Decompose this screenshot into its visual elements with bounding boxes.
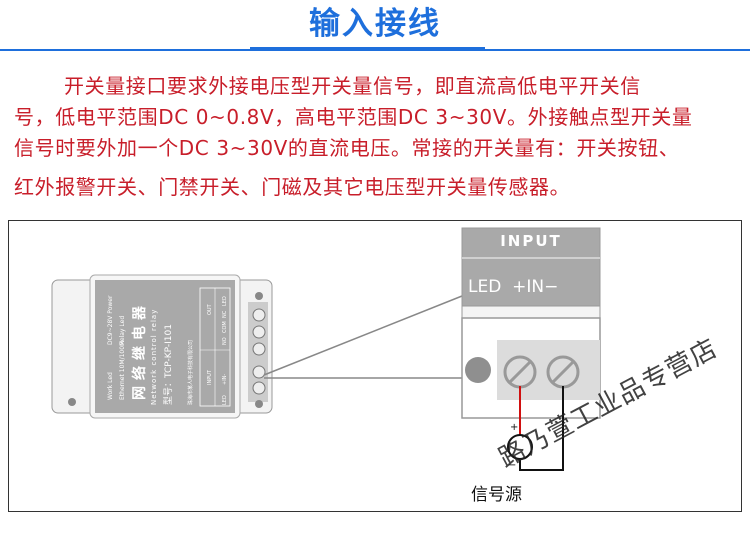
zoom-terminal-labels: LED +IN−: [468, 277, 558, 297]
led-label-work: Work Led: [107, 372, 114, 400]
title-underline: [250, 47, 485, 51]
device-terminal-no: NO: [222, 337, 228, 345]
led-indicator-icon: [465, 357, 491, 383]
led-label-power: DC9~28V Power: [107, 295, 114, 345]
zoom-header-input: INPUT: [500, 232, 562, 250]
signal-plus-label: +: [510, 422, 518, 433]
device-maker: 珠海市某人电子科技有限公司: [187, 340, 194, 405]
description-line-1: 开关量接口要求外接电压型开关量信号，即直流高低电平开关信: [64, 74, 641, 98]
relay-device: Work Led Ethernet 10M/100M DC9~28V Power…: [51, 274, 273, 419]
signal-source-icon: [507, 434, 533, 460]
device-section-input: INPUT: [207, 369, 213, 385]
negative-wire: [519, 386, 564, 471]
device-terminal-led-in: LED: [222, 395, 228, 405]
led-label-ethernet: Ethernet 10M/100M: [119, 341, 126, 400]
callout-line-top: [263, 295, 463, 376]
device-terminal-in: +IN-: [222, 374, 228, 385]
device-model: 型号：TCP-KP-I101: [163, 324, 174, 405]
device-terminal-led-out: LED: [222, 296, 228, 306]
device-name-en: Network control relay: [150, 309, 158, 405]
description-line-2: 号，低电平范围DC 0~0.8V，高电平范围DC 3~30V。外接触点型开关量: [14, 105, 693, 129]
mount-hole-icon: [68, 398, 76, 406]
led-label-relay: Relay Led: [119, 316, 126, 345]
page-title: 输入接线: [309, 6, 441, 42]
device-screws: [252, 308, 266, 395]
description-line-4: 红外报警开关、门禁开关、门磁及其它电压型开关量传感器。: [14, 175, 571, 199]
device-terminal-com: COM: [222, 321, 228, 333]
device-terminal-nc: NC: [222, 310, 228, 318]
wiring-diagram-frame: [8, 220, 742, 512]
device-section-out: OUT: [207, 303, 213, 315]
signal-source-label: 信号源: [471, 485, 522, 505]
terminal-zoom-panel: INPUT LED +IN−: [461, 227, 601, 419]
device-name-cn: 网络继电器: [131, 300, 148, 400]
description-line-3: 信号时要外加一个DC 3~30V的直流电压。常接的开关量有：开关按钮、: [14, 136, 680, 160]
signal-minus-label: −: [508, 460, 516, 471]
